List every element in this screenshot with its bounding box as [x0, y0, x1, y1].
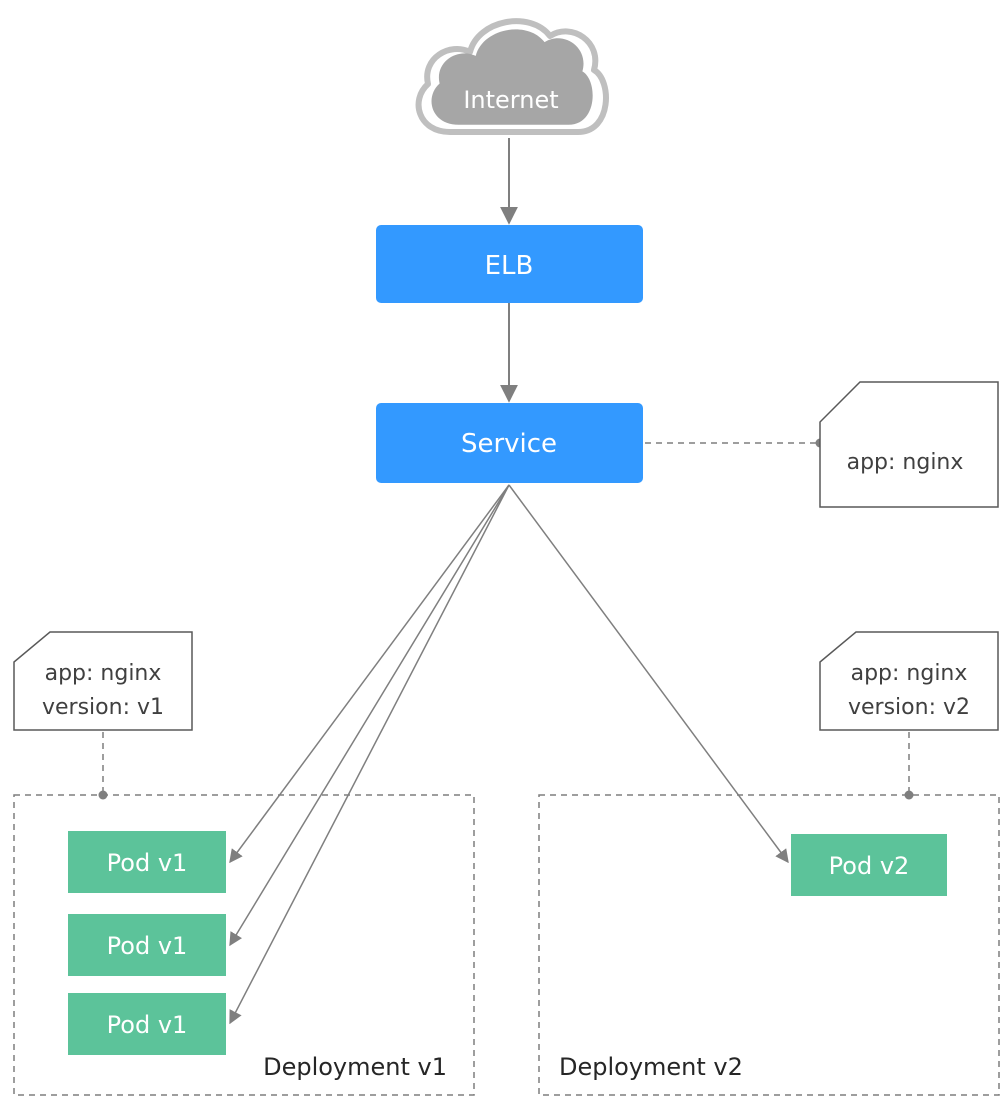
deployment-v1-label: Deployment v1: [263, 1053, 447, 1081]
internet-label: Internet: [463, 86, 558, 114]
service-selector-text: app: nginx: [847, 450, 964, 475]
pod-label: Pod v1: [107, 849, 188, 877]
deployment-v1-group: Deployment v1: [13, 794, 475, 1096]
deployment-v2-label: Deployment v2: [559, 1053, 743, 1081]
service-to-pod-v1-1-arrow: [229, 484, 510, 864]
pod-v1-box[interactable]: Pod v1: [68, 914, 226, 976]
pod-v2-box[interactable]: Pod v2: [791, 834, 947, 896]
service-label: Service: [461, 429, 557, 459]
internet-cloud-icon: Internet: [415, 18, 609, 135]
service-to-pod-v2-arrow: [508, 484, 789, 864]
v2-label-line2: version: v2: [848, 695, 970, 720]
v1-label-line1: app: nginx: [45, 661, 162, 686]
v1-label-line2: version: v1: [42, 695, 164, 720]
elb-label: ELB: [485, 251, 534, 281]
pod-label: Pod v1: [107, 1011, 188, 1039]
v2-label-note: app: nginx version: v2: [819, 631, 999, 731]
deployment-v2-group: Deployment v2: [538, 794, 1000, 1096]
service-to-pod-v1-2-arrow: [229, 484, 510, 947]
pod-v1-box[interactable]: Pod v1: [68, 831, 226, 893]
service-to-pod-v1-3-arrow: [229, 484, 510, 1025]
service-selector-note: app: nginx: [819, 381, 999, 508]
pod-label: Pod v2: [829, 852, 910, 880]
v2-label-line1: app: nginx: [851, 661, 968, 686]
v1-label-note: app: nginx version: v1: [13, 631, 193, 731]
elb-box[interactable]: ELB: [376, 225, 643, 303]
pod-label: Pod v1: [107, 932, 188, 960]
pod-v1-box[interactable]: Pod v1: [68, 993, 226, 1055]
service-box[interactable]: Service: [376, 403, 643, 483]
connector-dot: [904, 790, 914, 800]
